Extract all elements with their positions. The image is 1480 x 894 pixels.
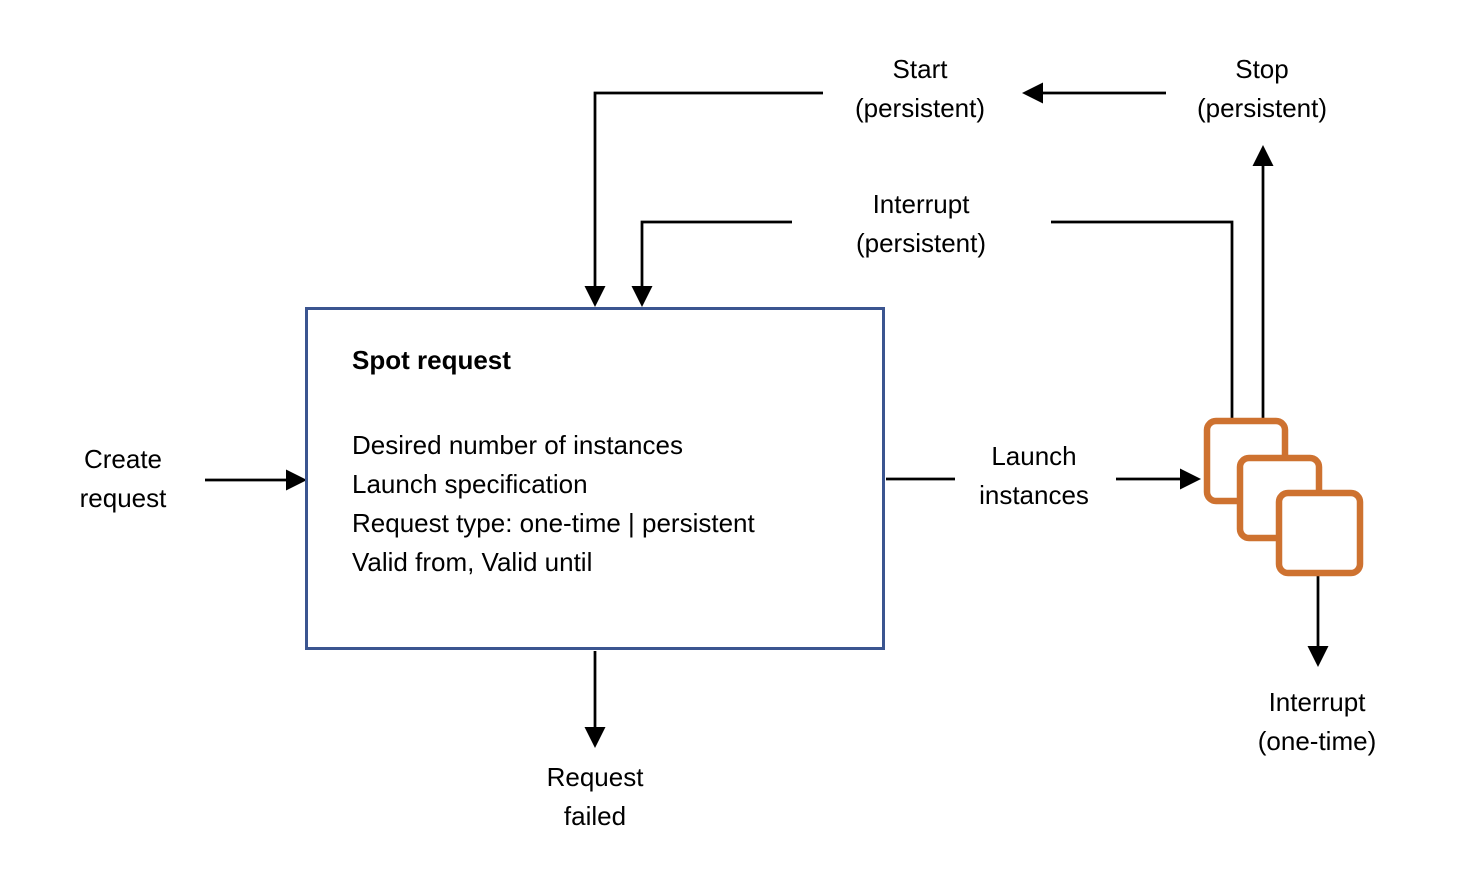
interrupt-one-time-label: Interrupt (one-time) — [1257, 687, 1377, 756]
start-persistent-arrow — [584, 91, 823, 307]
start-persistent-label: Start (persistent) — [854, 54, 986, 123]
spot-request-attribute: Request type: one-time | persistent — [352, 508, 755, 538]
spot-request-attribute: Valid from, Valid until — [352, 547, 593, 577]
request-failed-label: Request failed — [546, 762, 644, 831]
create-request-arrow — [205, 469, 307, 491]
interrupt-persistent-connector — [1051, 220, 1234, 420]
spot-request-title: Spot request — [352, 345, 511, 375]
spot-request-attribute: Desired number of instances — [352, 430, 683, 460]
spot-request-attribute: Launch specification — [352, 469, 588, 499]
interrupt-persistent-label: Interrupt (persistent) — [855, 189, 987, 258]
launch-instances-arrow — [1116, 468, 1201, 490]
instance-square-front — [1275, 489, 1364, 577]
spot-request-box: Spot request Desired number of instances… — [305, 307, 885, 650]
interrupt-one-time-arrow — [1307, 576, 1329, 667]
spot-request-attributes: Desired number of instances Launch speci… — [352, 426, 852, 582]
launch-instances-label: Launch instances — [979, 441, 1089, 510]
create-request-label: Create request — [79, 444, 167, 513]
request-failed-arrow — [584, 651, 606, 748]
interrupt-persistent-arrow — [631, 220, 792, 307]
stop-persistent-arrow — [1252, 145, 1274, 420]
instances-icon — [1203, 417, 1364, 577]
stop-to-start-arrow — [1022, 82, 1166, 104]
stop-persistent-label: Stop (persistent) — [1196, 54, 1328, 123]
